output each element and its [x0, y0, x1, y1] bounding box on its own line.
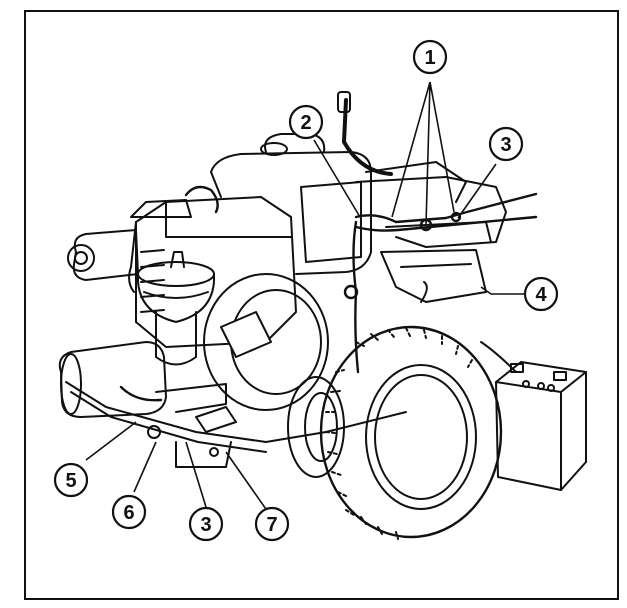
callout-3-bottom: 3	[188, 506, 224, 542]
tire	[319, 325, 503, 540]
callout-2: 2	[288, 104, 324, 140]
control-bracket	[355, 176, 507, 303]
flywheel-housing	[203, 273, 329, 411]
callout-3-bottom-label: 3	[200, 514, 211, 536]
battery	[480, 341, 587, 491]
figure-frame: 1 2 3 4 5 6 3	[24, 10, 619, 600]
mount-bracket	[147, 383, 237, 457]
callouts: 1 2 3 4 5 6 3	[53, 39, 559, 542]
pulley	[287, 376, 345, 478]
callout-1: 1	[412, 39, 448, 75]
muffler	[58, 341, 167, 418]
air-cleaner	[136, 251, 216, 366]
callout-3-top: 3	[488, 126, 524, 162]
frame-rail	[65, 381, 407, 468]
callout-4: 4	[523, 276, 559, 312]
engine-illustration: 1 2 3 4 5 6 3	[53, 39, 587, 542]
callout-7: 7	[254, 506, 290, 542]
leader-lines	[85, 81, 526, 513]
callout-1-label: 1	[424, 47, 435, 69]
callout-6: 6	[111, 494, 147, 530]
callout-2-label: 2	[300, 112, 311, 134]
valve-cover	[128, 199, 192, 293]
engine-block	[135, 196, 297, 348]
callout-5-label: 5	[65, 470, 76, 492]
fuel-tank	[210, 133, 372, 275]
starter-motor	[67, 229, 139, 281]
callout-7-label: 7	[266, 514, 277, 536]
callout-6-label: 6	[123, 502, 134, 524]
throttle-lever	[337, 91, 467, 203]
callout-4-label: 4	[535, 284, 547, 306]
callout-5: 5	[53, 462, 89, 498]
callout-3-top-label: 3	[500, 134, 511, 156]
